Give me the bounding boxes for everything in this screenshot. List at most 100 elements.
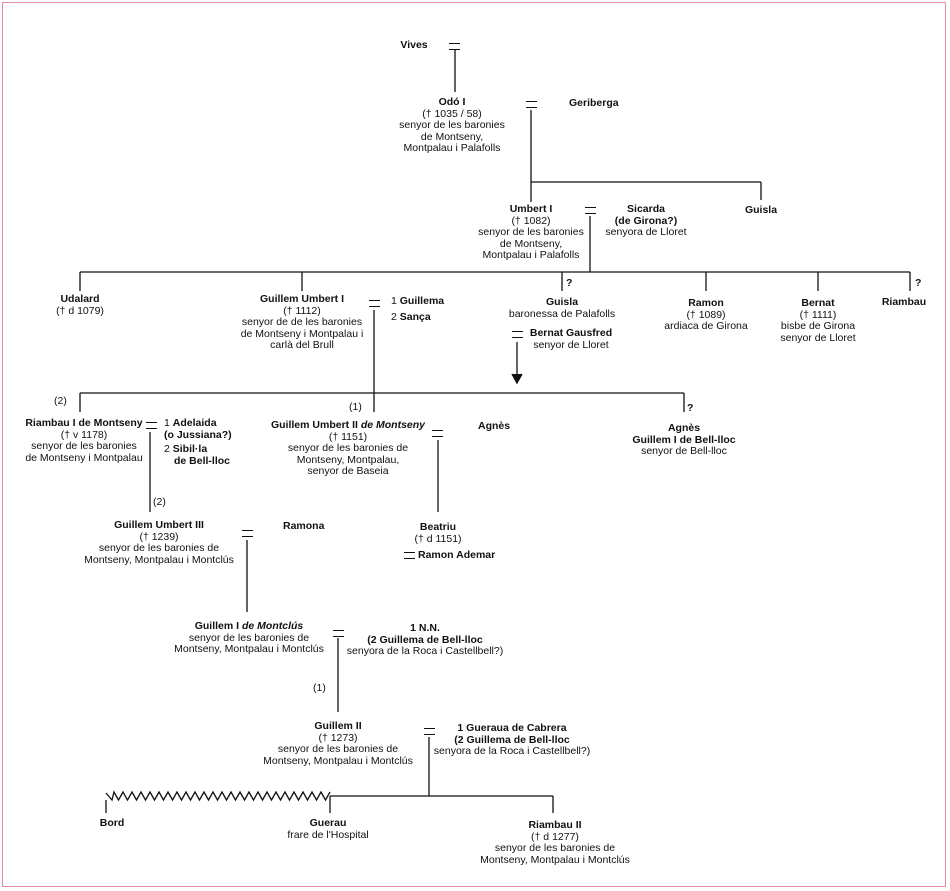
person-dates: († d 1079) xyxy=(56,304,104,317)
person-guisla-b: Guisla baronessa de Palafolls xyxy=(509,296,615,320)
person-desc: senyor de les baronies xyxy=(478,226,584,238)
uncertain-marker: ? xyxy=(687,402,694,414)
person-desc: senyor de de les baronies xyxy=(241,316,363,328)
person-name: Guillem I xyxy=(194,620,240,632)
person-desc: senyor de Bell-lloc xyxy=(641,445,727,457)
person-desc: de Montseny i Montpalau xyxy=(25,451,143,464)
person-desc: carlà del Brull xyxy=(270,339,334,351)
person-umbert1: Umbert I († 1082) senyor de les baronies… xyxy=(478,203,584,262)
person-desc: Montpalau i Palafolls xyxy=(403,142,501,154)
person-desc: senyor de Lloret xyxy=(533,338,609,351)
person-name: Udalard xyxy=(60,293,100,305)
person-riambau2: Riambau II († d 1277) senyor de les baro… xyxy=(480,819,630,866)
person-name: Bord xyxy=(99,817,125,829)
person-nn: 1 N.N. (2 Guillema de Bell-lloc senyora … xyxy=(347,622,503,658)
person-name: Riambau xyxy=(881,296,927,308)
person-riambau1: Riambau I de Montseny († v 1178) senyor … xyxy=(25,417,143,464)
person-dates: († 1151) xyxy=(328,430,368,443)
person-name: (2 Guillema de Bell-lloc xyxy=(454,733,570,746)
person-name: 1 N.N. xyxy=(410,622,440,634)
marriage-symbol xyxy=(404,552,415,559)
person-name: Guillem I de Bell-lloc xyxy=(632,433,736,446)
person-guisla-a: Guisla xyxy=(745,204,777,217)
person-desc: Montpalau i Palafolls xyxy=(482,249,580,261)
person-name: Guisla xyxy=(545,296,579,308)
person-dates: († 1112) xyxy=(283,304,321,317)
person-dates: († 1035 / 58) xyxy=(422,107,482,120)
person-desc: senyor de les baronies de xyxy=(277,743,399,755)
person-name: Sicarda xyxy=(627,203,665,215)
person-name: Ramona xyxy=(283,520,325,532)
person-name: Bernat Gausfred xyxy=(529,327,613,339)
person-name: Ramon xyxy=(688,297,724,309)
marriage-marker: (2) xyxy=(153,496,166,508)
person-name: (de Girona?) xyxy=(614,214,678,227)
person-name: Guillema xyxy=(399,295,445,307)
person-ramon: Ramon († 1089) ardiaca de Girona xyxy=(664,297,747,333)
person-desc: senyor de les baronies xyxy=(31,440,137,452)
person-ramon-ademar: Ramon Ademar xyxy=(418,549,496,562)
person-name: Riambau I de Montseny xyxy=(25,417,143,429)
person-guillema-sanca: 1 Guillema 2 Sança xyxy=(391,295,445,324)
person-name-line: Guillem I de Montclús xyxy=(174,620,324,633)
spouse-num: 2 xyxy=(164,443,170,455)
marriage-symbol xyxy=(424,728,435,735)
person-name: Riambau II xyxy=(528,819,582,831)
person-desc: frare de l'Hospital xyxy=(287,828,369,841)
person-name: Adelaida xyxy=(172,417,217,429)
person-name: de Bell-lloc xyxy=(174,454,231,467)
person-desc: senyora de la Roca i Castellbell?) xyxy=(433,745,591,757)
person-desc: senyor de les baronies xyxy=(399,119,505,131)
person-adelaida-sibil: 1 Adelaida (o Jussiana?) 2 Sibil·la de B… xyxy=(164,417,232,467)
person-name: Umbert I xyxy=(509,203,553,215)
person-name: Beatriu xyxy=(419,521,457,533)
person-name: Vives xyxy=(400,39,428,51)
illegitimate-line xyxy=(105,790,331,802)
marriage-symbol xyxy=(432,430,443,437)
person-gueraua: 1 Gueraua de Cabrera (2 Guillema de Bell… xyxy=(433,722,591,758)
person-guillem-umbert1: Guillem Umbert I († 1112) senyor de de l… xyxy=(240,293,364,352)
person-name: Sibil·la xyxy=(172,443,208,455)
marriage-symbol xyxy=(146,422,157,429)
person-dates: († 1082) xyxy=(511,214,551,227)
person-desc: senyor de les baronies de xyxy=(287,442,409,454)
person-dates: († 1089) xyxy=(686,308,726,321)
marriage-symbol xyxy=(526,101,537,108)
person-dates: († 1239) xyxy=(139,530,179,543)
person-bernat: Bernat († 1111) bisbe de Girona senyor d… xyxy=(780,297,856,344)
person-desc: de Montseny i Montpalau i xyxy=(240,327,364,340)
person-odo: Odó I († 1035 / 58) senyor de les baroni… xyxy=(399,96,505,155)
person-name-line: Guillem Umbert II de Montseny xyxy=(271,419,425,432)
person-name: Ramon Ademar xyxy=(418,549,496,561)
person-guillem-umbert2: Guillem Umbert II de Montseny († 1151) s… xyxy=(271,419,425,478)
uncertain-marker: ? xyxy=(566,277,573,289)
spouse-num: 1 xyxy=(164,417,170,429)
marriage-marker: (2) xyxy=(54,395,67,407)
person-desc: Montseny, Montpalau, xyxy=(296,453,400,466)
spouse-line: 2 Sança xyxy=(391,310,444,324)
person-name: Bernat xyxy=(801,297,835,309)
person-desc: senyor de les baronies de xyxy=(188,631,310,644)
marriage-symbol xyxy=(512,331,523,338)
person-ramona: Ramona xyxy=(283,520,325,533)
spouse-num: 1 xyxy=(391,295,397,307)
person-vives: Vives xyxy=(400,39,428,52)
person-desc: senyor de Baseia xyxy=(307,465,389,477)
person-dates: († d 1277) xyxy=(531,830,579,843)
marriage-symbol xyxy=(585,207,596,214)
person-desc: senyor de les baronies de xyxy=(494,842,616,854)
spouse-num: 2 xyxy=(391,310,397,323)
person-name: (o Jussiana?) xyxy=(164,428,232,441)
person-desc: bisbe de Girona xyxy=(780,320,856,332)
person-agnes1: Agnès xyxy=(478,420,510,433)
marriage-marker: (1) xyxy=(313,682,326,694)
person-desc: senyor de les baronies de xyxy=(98,542,220,554)
spouse-line: 1 Adelaida xyxy=(164,417,232,430)
person-desc: senyor de Lloret xyxy=(780,331,856,344)
person-name: Odó I xyxy=(438,96,466,108)
person-name: Guerau xyxy=(309,817,347,829)
person-agnes2: Agnès Guillem I de Bell-lloc senyor de B… xyxy=(632,422,736,458)
person-guillem2: Guillem II († 1273) senyor de les baroni… xyxy=(263,720,413,767)
